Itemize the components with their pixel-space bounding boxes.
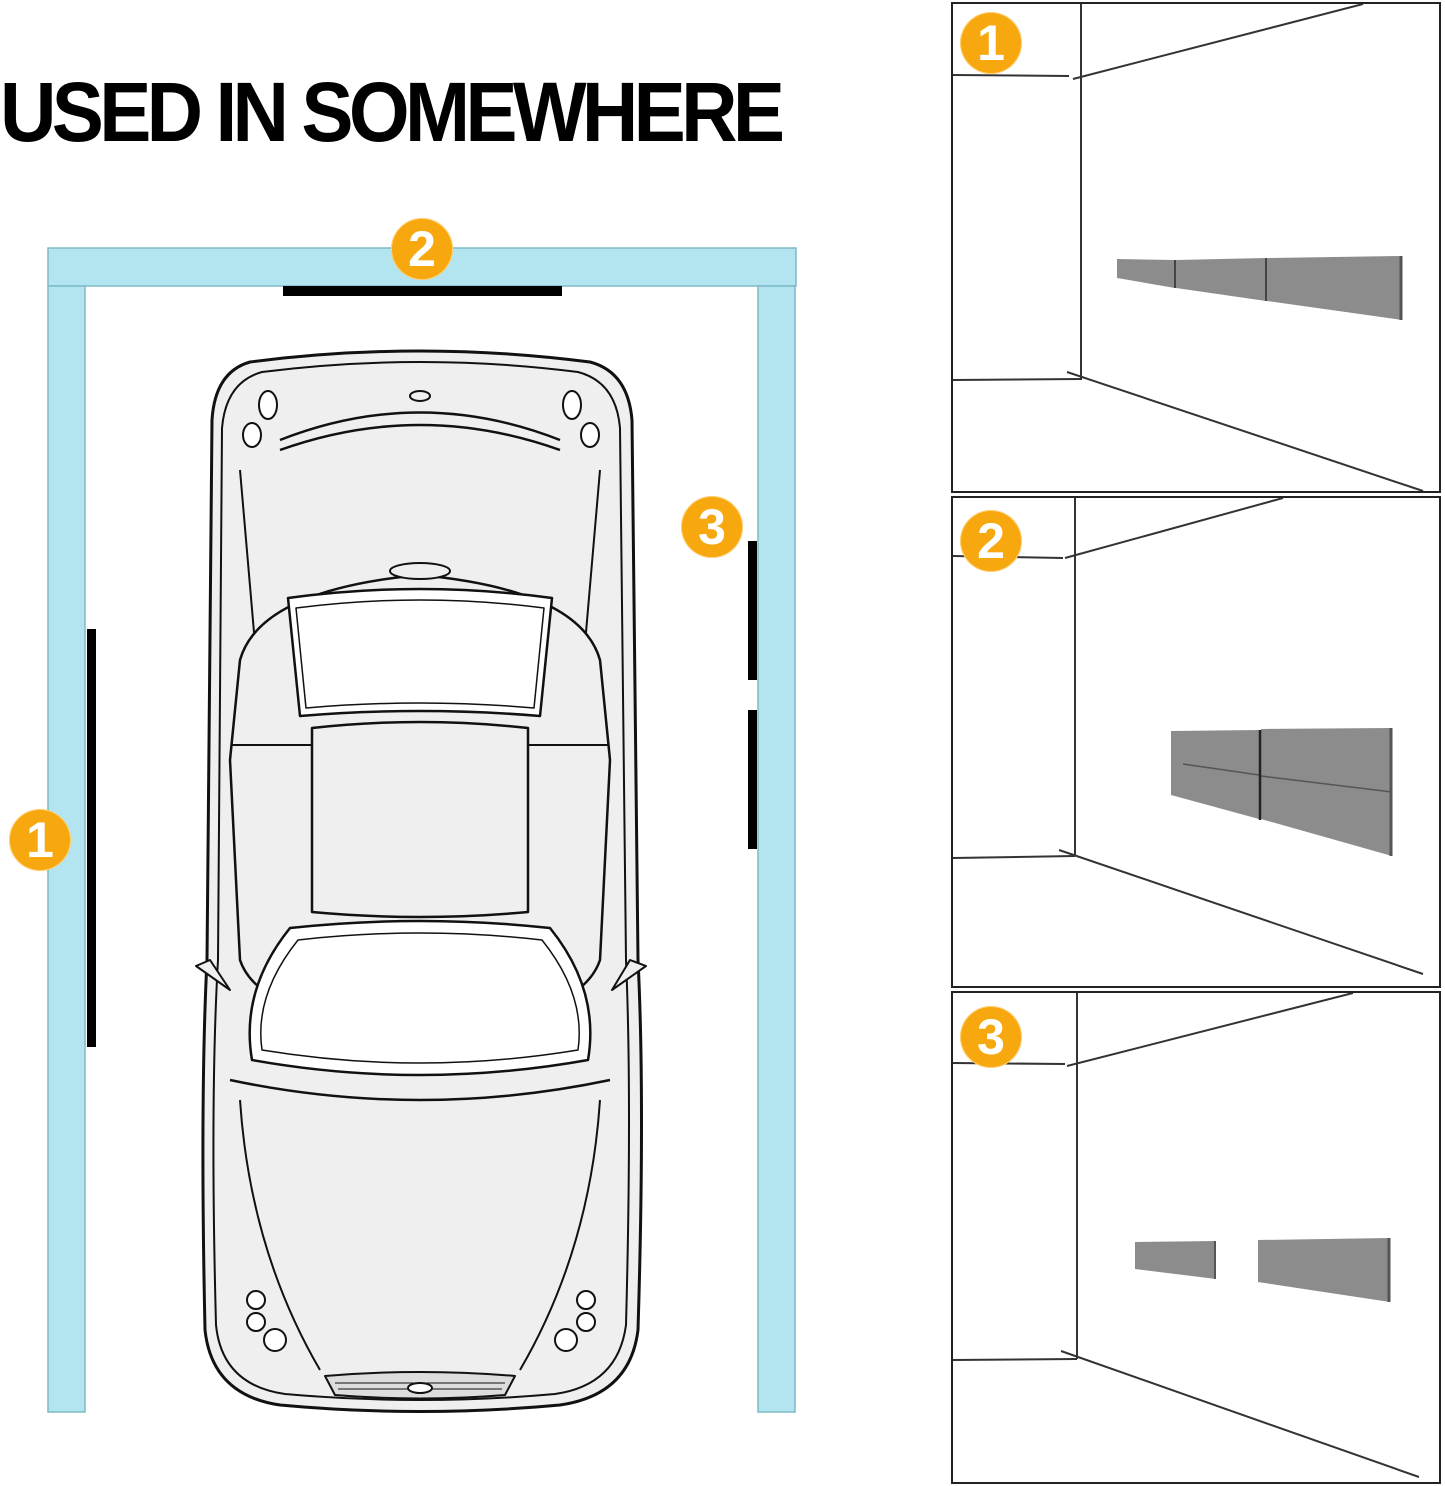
garage-diagram xyxy=(47,247,797,1413)
wall-scene-1 xyxy=(953,4,1424,491)
wall-pads xyxy=(1171,728,1393,856)
wall-scene-3 xyxy=(953,993,1420,1478)
right-wall-strip-1 xyxy=(748,541,757,680)
panel-2-badge: 2 xyxy=(960,510,1022,572)
panel-3-badge: 3 xyxy=(960,1006,1022,1068)
example-panel-2: 2 xyxy=(951,496,1441,988)
example-panel-1: 1 xyxy=(951,2,1441,493)
wall-pads xyxy=(1135,1238,1391,1302)
badge-left-wall: 1 xyxy=(9,809,71,871)
badge-front-wall: 2 xyxy=(391,218,453,280)
wall-pads xyxy=(1117,256,1403,320)
badge-right-wall: 3 xyxy=(681,496,743,558)
car-icon xyxy=(195,349,647,1413)
panel-1-badge: 1 xyxy=(960,12,1022,74)
front-wall-strip xyxy=(283,286,562,296)
page-title: USED IN SOMEWHERE xyxy=(0,65,785,159)
wall-scene-2 xyxy=(953,498,1424,975)
example-panel-3: 3 xyxy=(951,991,1441,1484)
left-wall-strip xyxy=(87,629,96,1047)
bumper-strips xyxy=(87,286,757,1047)
right-wall-strip-2 xyxy=(748,710,757,849)
